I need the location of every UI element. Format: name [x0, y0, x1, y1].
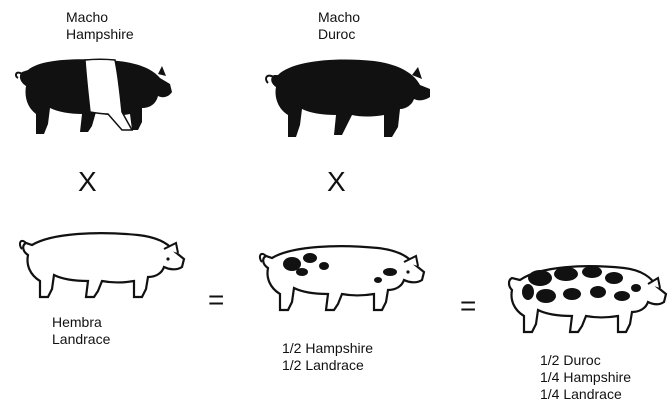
- landrace-sow-label: Hembra Landrace: [52, 314, 110, 348]
- crossbred-three-way-pig-icon: [506, 258, 670, 338]
- cross-symbol-left: X: [78, 168, 97, 196]
- landrace-sow-icon: [18, 225, 188, 301]
- label-line: 1/2 Hampshire: [282, 340, 373, 357]
- hampshire-boar-label: Macho Hampshire: [66, 9, 134, 43]
- crossbred-f1-pig-icon: [258, 236, 430, 314]
- label-line: Hampshire: [66, 26, 134, 43]
- label-line: 1/4 Landrace: [540, 386, 631, 403]
- duroc-boar-icon: [264, 55, 434, 143]
- label-line: Macho: [66, 9, 134, 26]
- label-line: Hembra: [52, 314, 110, 331]
- label-line: Macho: [318, 9, 360, 26]
- label-line: 1/2 Landrace: [282, 357, 373, 374]
- cross-symbol-right: X: [327, 168, 346, 196]
- label-line: 1/2 Duroc: [540, 352, 631, 369]
- f1-cross-label: 1/2 Hampshire 1/2 Landrace: [282, 340, 373, 374]
- hampshire-boar-icon: [10, 52, 175, 142]
- label-line: 1/4 Hampshire: [540, 369, 631, 386]
- label-line: Duroc: [318, 26, 360, 43]
- duroc-boar-label: Macho Duroc: [318, 9, 360, 43]
- equals-symbol-1: =: [208, 286, 224, 314]
- three-way-cross-label: 1/2 Duroc 1/4 Hampshire 1/4 Landrace: [540, 352, 631, 403]
- equals-symbol-2: =: [460, 292, 476, 320]
- label-line: Landrace: [52, 331, 110, 348]
